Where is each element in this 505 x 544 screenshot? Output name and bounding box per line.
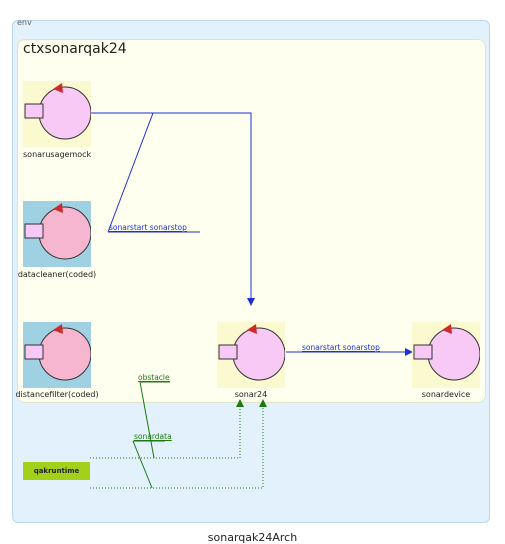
- wire-sonardata: [90, 399, 267, 489]
- actor-circle-icon: [24, 324, 91, 381]
- env-label: env: [17, 18, 32, 27]
- context-title: ctxsonarqak24: [23, 41, 127, 57]
- actor-distancefilter[interactable]: [23, 322, 91, 388]
- message-label-obstacle: obstacle: [138, 373, 170, 382]
- actor-sonarusagemock[interactable]: [23, 81, 91, 147]
- actor-label-sonarusagemock: sonarusagemock: [23, 150, 92, 159]
- message-label-sonardata: sonardata: [134, 432, 172, 441]
- actor-sonardevice[interactable]: [412, 322, 480, 388]
- qakruntime-node[interactable]: qakruntime: [23, 462, 90, 480]
- actor-circle-icon: [24, 203, 91, 260]
- actor-label-datacleaner: datacleaner(coded): [17, 270, 97, 279]
- message-label-sonarstart-stop: sonarstart sonarstop: [109, 223, 187, 232]
- actor-datacleaner[interactable]: [23, 201, 91, 267]
- wire-sonarusagemock-to-sonar24: [91, 112, 255, 306]
- actor-label-sonar24: sonar24: [234, 390, 268, 399]
- actor-circle-icon: [218, 324, 285, 381]
- actor-label-distancefilter: distancefilter(coded): [15, 390, 99, 399]
- actor-circle-icon: [24, 83, 91, 140]
- wire-obstacle: [90, 381, 244, 459]
- actor-label-sonardevice: sonardevice: [421, 390, 471, 399]
- actor-circle-icon: [413, 324, 480, 381]
- message-label-sonarstart-stop: sonarstart sonarstop: [302, 343, 380, 352]
- diagram-caption: sonarqak24Arch: [207, 531, 298, 544]
- actor-sonar24[interactable]: [217, 322, 285, 388]
